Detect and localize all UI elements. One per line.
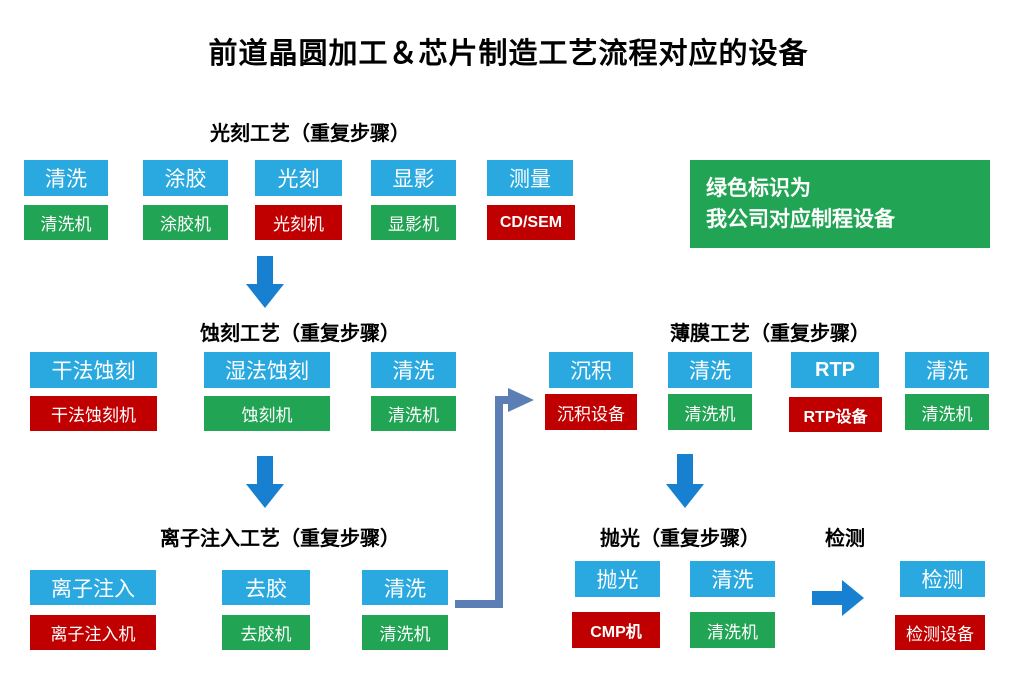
section-title-inspect: 检测 xyxy=(825,528,865,550)
equip-box-xianyingji: 显影机 xyxy=(371,205,456,240)
equip-box-qingxiji-film1: 清洗机 xyxy=(668,394,752,430)
equip-box-qujiaoji: 去胶机 xyxy=(222,615,310,650)
process-box-qingxi-litho: 清洗 xyxy=(24,160,108,196)
equip-box-qingxiji-etch: 清洗机 xyxy=(371,396,456,431)
process-box-xianying: 显影 xyxy=(371,160,456,196)
equip-box-cdsem: CD/SEM xyxy=(487,205,575,240)
section-title-thin-film: 薄膜工艺（重复步骤） xyxy=(670,323,870,345)
process-box-dry-etch: 干法蚀刻 xyxy=(30,352,157,388)
section-title-etch: 蚀刻工艺（重复步骤） xyxy=(200,323,400,345)
process-box-qingxi-polish: 清洗 xyxy=(690,561,775,597)
section-title-ion-implant: 离子注入工艺（重复步骤） xyxy=(160,528,400,550)
equip-box-ion-implanter: 离子注入机 xyxy=(30,615,156,650)
equip-box-qingxiji-polish: 清洗机 xyxy=(690,612,775,648)
process-box-wet-etch: 湿法蚀刻 xyxy=(204,352,330,388)
section-title-polish: 抛光（重复步骤） xyxy=(600,528,760,550)
process-box-qingxi-ion: 清洗 xyxy=(362,570,448,605)
process-box-qujiao: 去胶 xyxy=(222,570,310,605)
process-box-rtp: RTP xyxy=(791,352,879,388)
process-box-chenji: 沉积 xyxy=(549,352,633,388)
arrow-down-litho-to-etch-icon xyxy=(246,256,284,308)
equip-box-qingxiji-litho: 清洗机 xyxy=(24,205,108,240)
arrow-down-etch-to-ion-icon xyxy=(246,456,284,508)
arrow-right-polish-to-inspect-icon xyxy=(812,580,864,616)
equip-box-chenji-shebei: 沉积设备 xyxy=(545,394,637,430)
process-box-qingxi-etch: 清洗 xyxy=(371,352,456,388)
equip-box-guangkeji: 光刻机 xyxy=(255,205,342,240)
process-box-jiance: 检测 xyxy=(900,561,985,597)
process-box-ion-implant: 离子注入 xyxy=(30,570,156,605)
equip-box-cmp: CMP机 xyxy=(572,612,660,648)
equip-box-jiance-shebei: 检测设备 xyxy=(895,615,985,650)
legend-box: 绿色标识为 我公司对应制程设备 xyxy=(690,160,990,248)
equip-box-tujiaoji: 涂胶机 xyxy=(143,205,228,240)
arrow-down-film-to-polish-icon xyxy=(666,454,704,508)
legend-line-1: 绿色标识为 xyxy=(706,176,811,200)
process-box-qingxi-film1: 清洗 xyxy=(668,352,752,388)
process-box-qingxi-film2: 清洗 xyxy=(905,352,989,388)
process-box-guangke: 光刻 xyxy=(255,160,342,196)
connector-ion-to-deposition-icon xyxy=(455,388,534,608)
equip-box-etcher: 蚀刻机 xyxy=(204,396,330,431)
equip-box-dry-etcher: 干法蚀刻机 xyxy=(30,396,157,431)
equip-box-qingxiji-ion: 清洗机 xyxy=(362,615,448,650)
process-box-paoguang: 抛光 xyxy=(575,561,660,597)
equip-box-qingxiji-film2: 清洗机 xyxy=(905,394,989,430)
process-box-tujiao: 涂胶 xyxy=(143,160,228,196)
section-title-lithography: 光刻工艺（重复步骤） xyxy=(210,123,410,145)
equip-box-rtp-shebei: RTP设备 xyxy=(789,397,882,432)
page-title: 前道晶圆加工＆芯片制造工艺流程对应的设备 xyxy=(208,38,809,70)
process-box-celiang: 测量 xyxy=(487,160,573,196)
legend-line-2: 我公司对应制程设备 xyxy=(706,208,895,231)
